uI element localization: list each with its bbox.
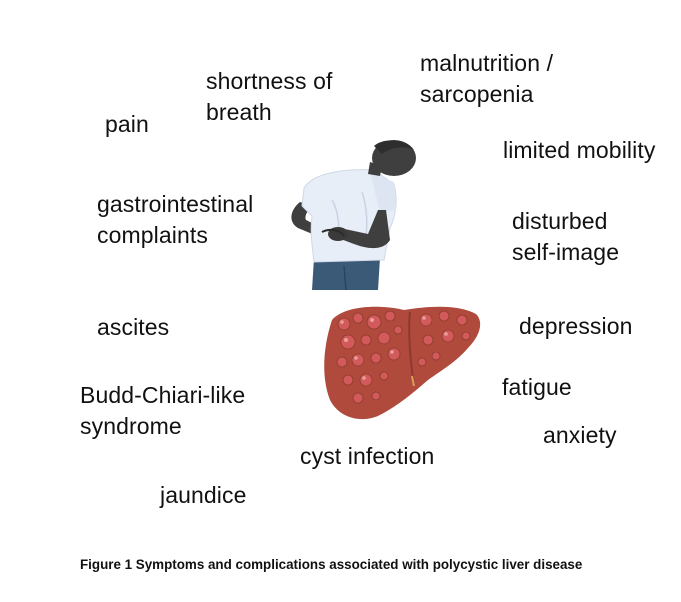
figure-caption: Figure 1 Symptoms and complications asso… — [80, 557, 583, 572]
polycystic-liver-icon — [324, 306, 481, 420]
label-anxiety: anxiety — [543, 422, 617, 448]
label-budd-chiari-like-syndrome: Budd-Chiari-like syndrome — [80, 382, 246, 439]
label-malnutrition-sarcopenia: malnutrition / sarcopenia — [420, 50, 554, 107]
person-holding-abdomen-icon — [291, 140, 416, 290]
label-fatigue: fatigue — [502, 374, 572, 400]
label-cyst-infection: cyst infection — [300, 443, 435, 469]
label-depression: depression — [519, 313, 633, 339]
label-disturbed-self-image: disturbed self-image — [512, 208, 620, 265]
label-shortness-of-breath: shortness of breath — [206, 68, 333, 125]
label-ascites: ascites — [97, 314, 170, 340]
label-gastrointestinal-complaints: gastrointestinal complaints — [97, 191, 254, 248]
label-pain: pain — [105, 111, 149, 137]
label-limited-mobility: limited mobility — [503, 137, 656, 163]
label-jaundice: jaundice — [160, 482, 247, 508]
